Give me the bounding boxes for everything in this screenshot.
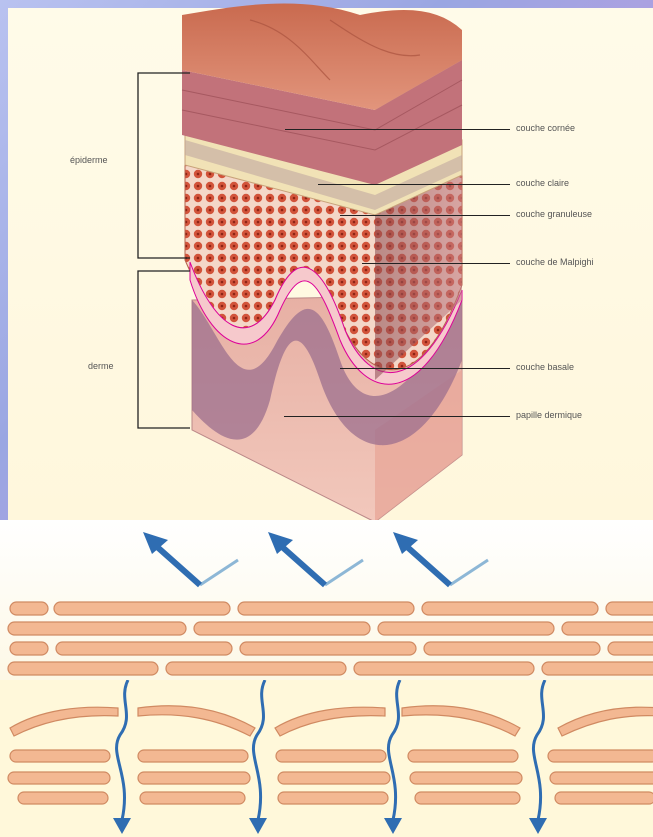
layer-label: couche claire [516,178,569,188]
layer-label: couche granuleuse [516,209,592,219]
leader-line [284,416,510,417]
leader-line [285,129,510,130]
intact-skin-barrier-illustration [0,520,653,680]
layer-label: couche basale [516,362,574,372]
leader-line [362,263,510,264]
layer-label: couche cornée [516,123,575,133]
leader-line [318,184,510,185]
region-label-derme: derme [88,361,114,371]
leader-line [340,368,510,369]
leader-line [340,215,510,216]
damaged-skin-barrier-illustration [0,680,653,837]
epiderme-bracket [135,70,195,270]
derme-bracket [135,268,195,432]
layer-label: papille dermique [516,410,582,420]
layer-label: couche de Malpighi [516,257,594,267]
region-label-epiderme: épiderme [70,155,108,165]
